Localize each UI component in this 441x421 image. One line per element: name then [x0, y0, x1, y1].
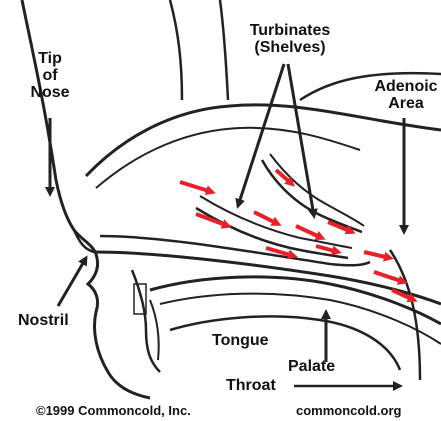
tongue-label: Tongue — [212, 332, 269, 349]
airflow-arrow — [180, 182, 212, 192]
copyright-text: ©1999 Commoncold, Inc. — [36, 402, 191, 419]
airflow-arrow — [316, 246, 338, 252]
airflow-arrow — [296, 226, 322, 238]
pointer-nostril — [58, 258, 86, 306]
pointer-turbinates-right — [288, 64, 314, 216]
throat-label: Throat — [226, 377, 276, 394]
tip-of-nose-label: Tip of Nose — [22, 50, 78, 101]
airflow-arrow — [364, 252, 390, 258]
turbinates-label: Turbinates (Shelves) — [240, 22, 340, 56]
airflow-arrow — [374, 272, 404, 282]
site-text: commoncold.org — [296, 402, 401, 419]
nostril-label: Nostril — [18, 312, 69, 329]
adenoid-area-label: Adenoic Area — [362, 78, 441, 112]
palate-label: Palate — [288, 358, 335, 375]
pointer-turbinates-left — [238, 64, 284, 206]
tongue-outline — [170, 316, 400, 370]
nasal-cavity-roof — [86, 105, 441, 176]
airflow-arrow — [254, 212, 278, 224]
airflow-arrow — [196, 214, 228, 226]
